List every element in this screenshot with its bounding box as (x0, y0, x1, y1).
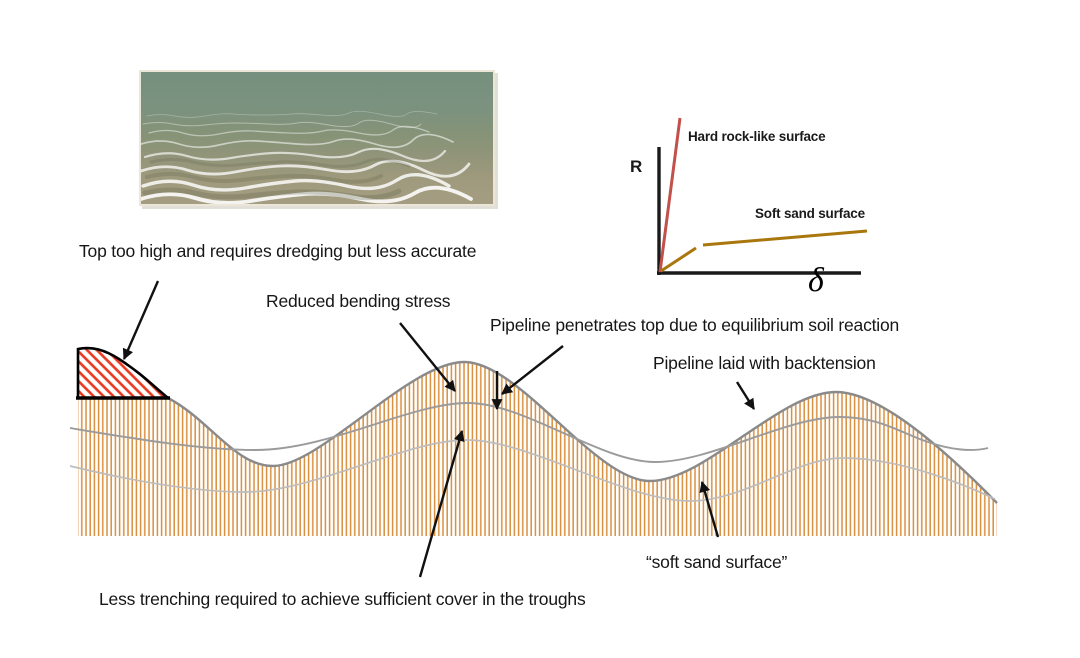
soft-sand-line (660, 229, 868, 273)
arrow-backtension (735, 381, 756, 410)
graph-hard-rock-label: Hard rock-like surface (688, 129, 826, 144)
graph-soft-sand-label: Soft sand surface (755, 206, 865, 221)
arrow-soft-sand (699, 480, 720, 538)
deep-pipeline-curve (69, 439, 996, 502)
note-dredging: Top too high and requires dredging but l… (79, 241, 477, 261)
note-trenching: Less trenching required to achieve suffi… (99, 589, 586, 609)
sand-hatch-region (78, 362, 997, 536)
seabed-photo (139, 70, 495, 206)
dredged-crest (76, 346, 170, 400)
annotation-arrows (122, 280, 756, 578)
arrow-trenching (418, 429, 465, 578)
seabed-photo-ripples (141, 110, 473, 204)
arrow-penetrates-diagonal (501, 345, 564, 395)
arrow-dredging (122, 280, 160, 361)
dredged-crest-hatch (78, 348, 168, 398)
stiffness-graph (657, 117, 868, 275)
note-penetrates: Pipeline penetrates top due to equilibri… (490, 315, 900, 335)
graph-x-axis-label: δ (808, 262, 824, 299)
arrow-reduced-bending (399, 322, 456, 392)
dredged-crest-top-edge (76, 346, 169, 400)
note-backtension: Pipeline laid with backtension (653, 353, 876, 373)
note-soft-sand: “soft sand surface” (646, 552, 788, 572)
graph-y-axis-label: R (630, 157, 643, 176)
equilibrium-pipeline-curve (69, 402, 989, 463)
hard-rock-line (658, 117, 682, 273)
note-reduced-bending: Reduced bending stress (266, 291, 451, 311)
